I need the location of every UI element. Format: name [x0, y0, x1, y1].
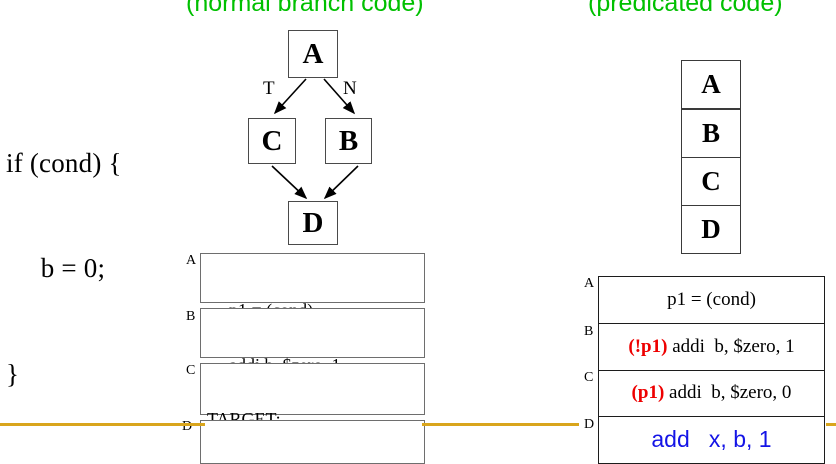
stack-block-a: A	[681, 60, 741, 109]
horizontal-rule-middle	[422, 423, 579, 426]
title-predicated-code: (predicated code)	[588, 0, 783, 17]
title-normal-branch-code: (normal branch code)	[186, 0, 424, 17]
pred-row-tag-a: A	[584, 276, 595, 291]
cfg-edges	[271, 78, 359, 200]
cfg-node-d: D	[288, 201, 338, 245]
predicate-flag-not-p1: (!p1)	[628, 335, 668, 357]
stack-block-b: B	[681, 109, 741, 158]
pred-row-tag-b: B	[584, 324, 594, 339]
asm-block-c: TARGET: addi b, $zero, 0	[200, 363, 425, 429]
cfg-node-c: C	[248, 118, 296, 164]
asm-block-d: JOIN: add x, b, 1	[200, 420, 425, 464]
predicate-flag-p1: (p1)	[631, 382, 665, 404]
stack-block-d: D	[681, 205, 741, 254]
pred-instruction: addi b, $zero, 0	[664, 382, 792, 404]
horizontal-rule-right	[826, 423, 836, 426]
asm-block-tag-b: B	[186, 309, 196, 324]
cfg-node-b: B	[325, 118, 372, 164]
cfg-node-a: A	[288, 30, 338, 78]
asm-block-tag-a: A	[186, 253, 197, 268]
horizontal-rule-left	[0, 423, 205, 426]
cfg-edge-label-taken: T	[263, 78, 275, 99]
pred-instruction-highlighted: add x, b, 1	[651, 426, 772, 453]
cfg-edge-label-not-taken: N	[343, 78, 357, 99]
source-line: }	[6, 358, 20, 389]
pred-row-a: p1 = (cond)	[598, 276, 825, 324]
asm-block-a: p1 = (cond) branch p1, TARGET	[200, 253, 425, 384]
asm-block-tag-c: C	[186, 363, 196, 378]
source-code-block: if (cond) { b = 0; } else { b = 1; }	[6, 76, 181, 464]
pred-row-tag-d: D	[584, 417, 595, 432]
pred-row-c: (p1) addi b, $zero, 0	[598, 370, 825, 417]
pred-instruction: p1 = (cond)	[667, 288, 756, 310]
stack-block-c: C	[681, 157, 741, 206]
source-line: b = 0;	[6, 253, 106, 284]
pred-row-tag-c: C	[584, 370, 594, 385]
pred-row-b: (!p1) addi b, $zero, 1	[598, 323, 825, 371]
pred-row-d: add x, b, 1	[598, 416, 825, 464]
asm-block-tag-d: D	[182, 419, 193, 434]
asm-block-b: addi b, $zero, 1 jump JOIN	[200, 308, 425, 439]
pred-instruction: addi b, $zero, 1	[667, 335, 795, 357]
source-line: if (cond) {	[6, 148, 122, 179]
